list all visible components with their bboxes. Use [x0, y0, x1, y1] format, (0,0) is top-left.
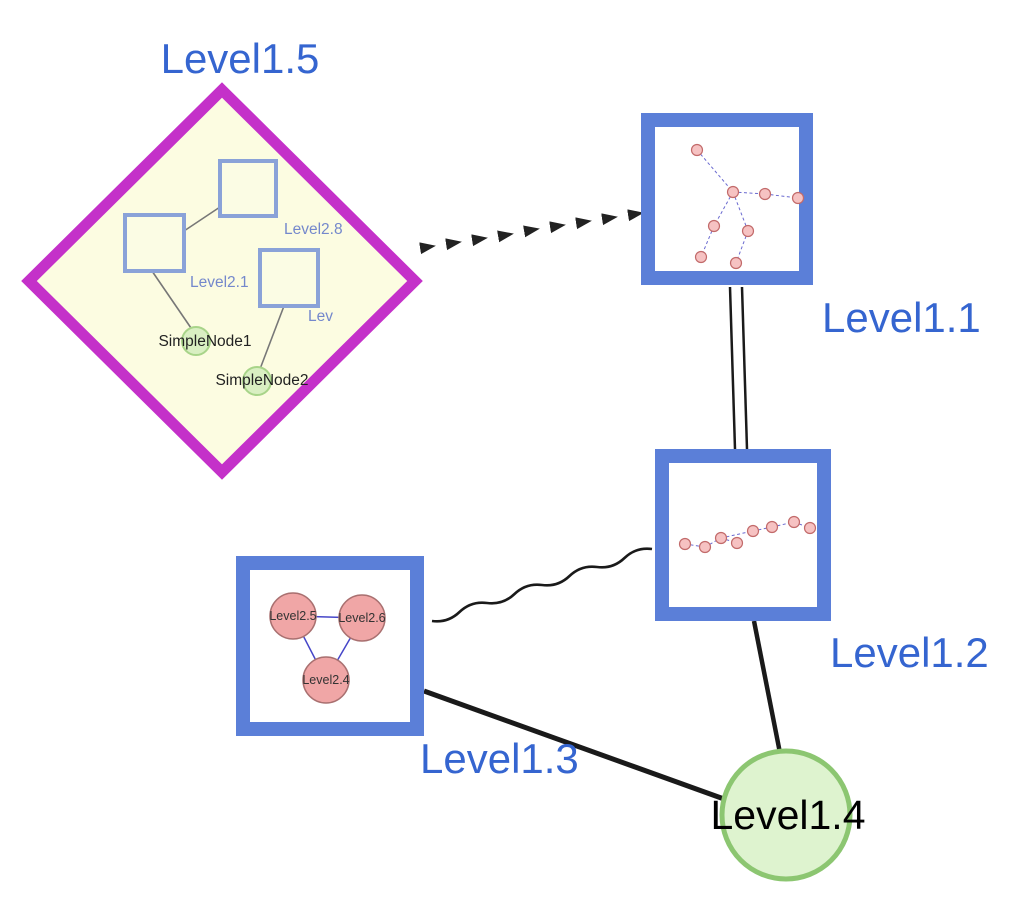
simplenode2-label: SimpleNode2 — [215, 372, 308, 389]
level1-2-label: Level1.2 — [830, 629, 989, 676]
subgraph-node[interactable] — [726, 185, 740, 199]
level2-1-label: Level2.1 — [190, 274, 249, 291]
inner-edge-1[interactable] — [183, 206, 221, 232]
edge-level15-level11[interactable] — [419, 209, 644, 255]
node-level2-8[interactable] — [218, 159, 278, 218]
simplenode1-label: SimpleNode1 — [158, 333, 251, 350]
subgraph-edge — [713, 191, 734, 227]
edge-level13-level14[interactable] — [423, 688, 725, 802]
subgraph-node[interactable] — [714, 531, 728, 545]
level1-2-box[interactable] — [655, 449, 831, 621]
level2-8-label: Level2.8 — [284, 221, 343, 238]
level1-4-circle[interactable] — [719, 748, 853, 882]
subgraph-node[interactable] — [678, 537, 692, 551]
subgraph-node[interactable] — [791, 191, 805, 205]
node-level1-3[interactable]: Level2.5 Level2.6 Level2.4 Level1.3 — [236, 556, 579, 782]
subgraph-node[interactable] — [787, 515, 801, 529]
level1-3-label: Level1.3 — [420, 735, 579, 782]
node-simplenode1[interactable] — [181, 326, 211, 356]
double-line-left[interactable] — [728, 286, 737, 450]
double-line-right[interactable] — [740, 286, 749, 450]
node-level2-6[interactable] — [338, 594, 386, 642]
level1-3-box[interactable] — [236, 556, 424, 736]
level2-5-label: Level2.5 — [269, 609, 316, 623]
edge-level12-level14[interactable] — [751, 620, 783, 754]
node-lev[interactable] — [258, 248, 320, 308]
subgraph-node[interactable] — [758, 187, 772, 201]
node-level1-5[interactable]: Level1.5 Level2.8 Level2.1 Lev SimpleNod… — [21, 35, 423, 480]
subgraph-edge — [732, 191, 749, 232]
level1-1-subgraph — [690, 143, 805, 270]
subgraph-node[interactable] — [803, 521, 817, 535]
subgraph-node[interactable] — [698, 540, 712, 554]
subgraph-node[interactable] — [741, 224, 755, 238]
node-level2-5[interactable] — [269, 592, 317, 640]
node-level1-4[interactable]: Level1.4 — [710, 748, 866, 882]
level1-4-label: Level1.4 — [710, 792, 865, 838]
level1-1-box[interactable] — [641, 113, 813, 285]
node-level2-1[interactable] — [123, 213, 186, 273]
subgraph-node[interactable] — [690, 143, 704, 157]
level1-5-diamond-shape[interactable] — [21, 82, 423, 480]
level1-2-subgraph — [678, 515, 817, 554]
level2-6-label: Level2.6 — [338, 611, 385, 625]
level1-5-label: Level1.5 — [161, 35, 320, 82]
node-level1-1[interactable]: Level1.1 — [641, 113, 981, 341]
node-simplenode2[interactable] — [242, 366, 272, 396]
inner-edge-3[interactable] — [259, 305, 285, 370]
inner-edge-2[interactable] — [151, 270, 192, 329]
edge-level11-level12[interactable] — [728, 286, 749, 450]
node-level2-4[interactable] — [302, 656, 350, 704]
subgraph-node[interactable] — [765, 520, 779, 534]
level2-4-label: Level2.4 — [302, 673, 349, 687]
subgraph-node[interactable] — [707, 219, 721, 233]
edge-level13-level12-wavy[interactable] — [431, 547, 653, 623]
subgraph-edge — [696, 149, 734, 193]
level1-1-label: Level1.1 — [822, 294, 981, 341]
dashed-arrow-line[interactable] — [419, 209, 644, 255]
subgraph-node[interactable] — [729, 256, 743, 270]
subgraph-node[interactable] — [730, 536, 744, 550]
subgraph-node[interactable] — [694, 250, 708, 264]
lev-label: Lev — [308, 308, 333, 325]
node-level1-2[interactable]: Level1.2 — [655, 449, 989, 676]
subgraph-node[interactable] — [746, 524, 760, 538]
